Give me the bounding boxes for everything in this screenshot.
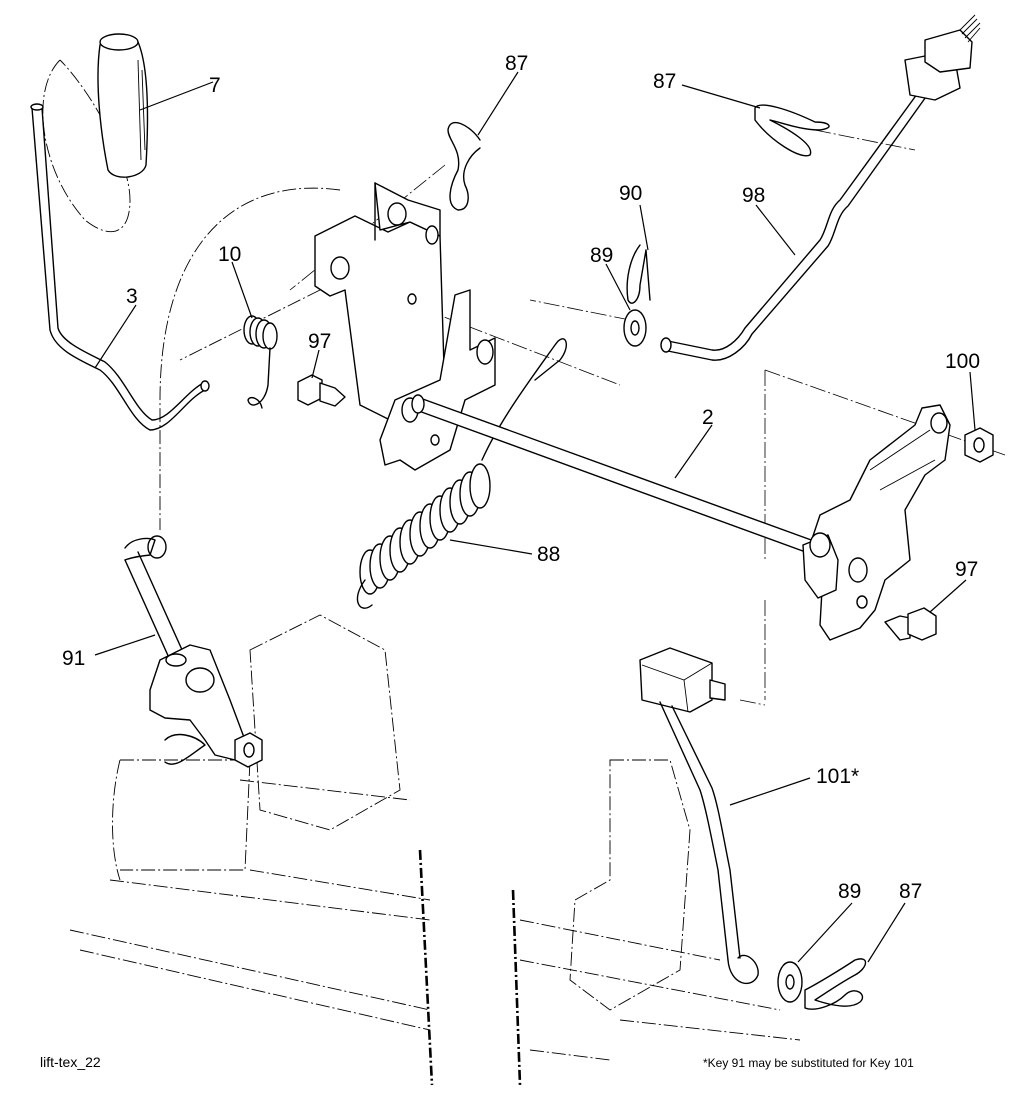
- callout-7: 7: [209, 74, 221, 97]
- hairpin-clip-small-part: [626, 244, 651, 304]
- callout-10: 10: [218, 243, 241, 266]
- callout-101: 101*: [816, 765, 859, 788]
- callout-87-lower: 87: [899, 880, 922, 903]
- hairpin-clip-right-part: [754, 104, 830, 157]
- callout-97-right: 97: [955, 558, 978, 581]
- hex-nut-part: [964, 427, 994, 463]
- shoulder-bolt-right-part: [884, 607, 937, 641]
- hairpin-clip-top-part: [447, 121, 481, 211]
- callout-88: 88: [537, 543, 560, 566]
- callout-90: 90: [619, 182, 642, 205]
- lift-link-left-part: [124, 535, 263, 768]
- extension-spring-part: [356, 338, 568, 609]
- callout-91: 91: [62, 647, 85, 670]
- callout-3: 3: [126, 285, 138, 308]
- torsion-spring-part: [243, 315, 278, 409]
- callout-98: 98: [742, 184, 765, 207]
- drawing-id: lift-tex_22: [40, 1054, 101, 1070]
- hairpin-clip-lower-part: [804, 958, 867, 1010]
- shoulder-bolt-left-part: [297, 374, 346, 407]
- flat-washer-upper-part: [623, 309, 647, 347]
- callout-89-lower: 89: [838, 880, 861, 903]
- grip-handle-part: [97, 33, 149, 178]
- substitution-note: *Key 91 may be substituted for Key 101: [703, 1056, 914, 1070]
- lift-arm-right-part: [802, 404, 951, 641]
- lift-lever-rod-part: [30, 103, 210, 431]
- callout-labels: 7 3 10 97 87 87 90 98 89 100 2 88 97 91 …: [62, 52, 980, 903]
- callout-97-left: 97: [308, 330, 331, 353]
- adjust-rod-part: [660, 14, 981, 361]
- leader-lines: [94, 71, 976, 963]
- callout-100: 100: [945, 350, 980, 373]
- callout-89-upper: 89: [590, 244, 613, 267]
- callout-87-right: 87: [653, 70, 676, 93]
- callout-2: 2: [702, 406, 714, 429]
- spring-coils: [359, 463, 491, 595]
- callout-87-top: 87: [505, 52, 528, 75]
- flat-washer-lower-part: [777, 961, 803, 1003]
- lift-link-right-part: [639, 647, 759, 985]
